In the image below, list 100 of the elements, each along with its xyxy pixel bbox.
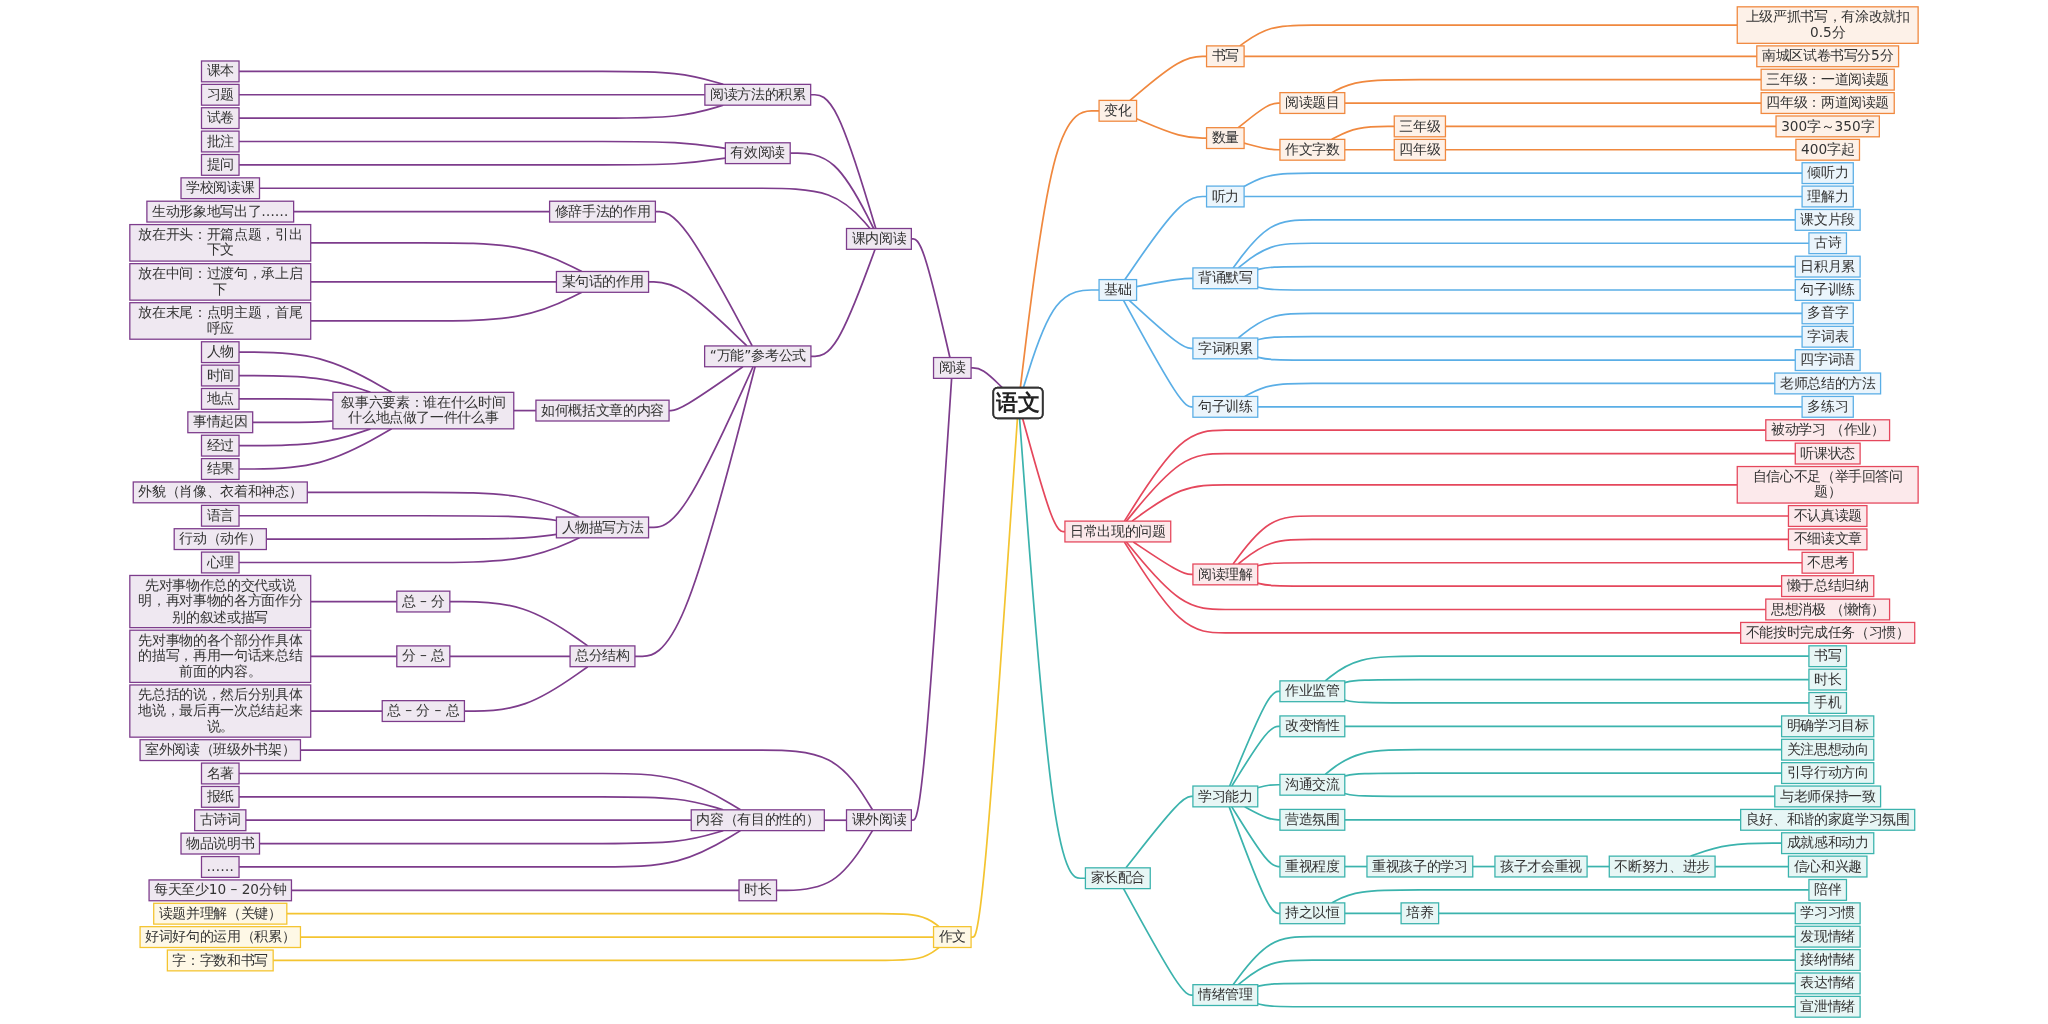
node-box: 宣泄情绪	[1794, 995, 1861, 1018]
node-box: 懒于总结归纳	[1781, 575, 1875, 598]
node-box: 放在末尾：点明主题，首尾呼应	[129, 302, 312, 340]
node-box: ……	[200, 855, 240, 878]
connector	[449, 655, 571, 658]
node-box: 基础	[1098, 278, 1138, 302]
node-box: 修辞手法的作用	[548, 200, 657, 223]
node-box: 总 – 分 – 总	[381, 700, 466, 723]
node-box: 读题并理解（关键）	[153, 902, 288, 925]
node-box: 老师总结的方法	[1774, 372, 1882, 395]
node-box: 外貌（肖像、衣着和神态）	[132, 481, 308, 504]
node-box: 课文片段	[1794, 208, 1861, 231]
node-box: 字词积累	[1192, 337, 1259, 360]
node-box: 习题	[200, 83, 240, 106]
node-box: 接纳情绪	[1794, 949, 1861, 972]
node-box: 听课状态	[1794, 442, 1861, 465]
node-box: 句子训练	[1794, 278, 1861, 302]
connector	[449, 600, 589, 647]
node-box: 作文字数	[1279, 138, 1346, 161]
node-box: 时长	[738, 879, 778, 902]
node-box: 放在开头：开篇点题，引出下文	[129, 223, 312, 262]
node-box: 结果	[200, 457, 240, 481]
node-box: 语言	[200, 504, 240, 527]
node-box: 沟通交流	[1279, 773, 1346, 796]
node-box: 不思考	[1801, 551, 1854, 574]
node-box: 字词表	[1801, 325, 1854, 348]
node-box: 上级严抓书写，有涂改就扣0.5分	[1736, 6, 1919, 44]
node-box: 时间	[200, 364, 240, 387]
node-box: 良好、和谐的家庭学习氛围	[1740, 808, 1916, 831]
node-box: 物品说明书	[180, 832, 261, 855]
node-box: 被动学习 （作业）	[1765, 419, 1891, 442]
node-box: 三年级	[1393, 115, 1447, 138]
node-box: 四字词语	[1794, 349, 1861, 372]
node-box: 关注思想动向	[1781, 738, 1875, 761]
node-box: 不细读文章	[1787, 528, 1868, 551]
node-box: 名著	[200, 762, 240, 785]
node-box: 地点	[200, 387, 240, 410]
node-box: 阅读	[932, 356, 972, 379]
node-box: 学校阅读课	[180, 177, 261, 200]
node-box: 内容（有目的性的）	[690, 809, 825, 832]
node-box: 好词好句的运用（积累）	[139, 926, 302, 949]
node-box: 背诵默写	[1192, 267, 1259, 290]
node-box: 情绪管理	[1192, 984, 1259, 1007]
node-box: 理解力	[1801, 185, 1854, 208]
node-box: 300字～350字	[1775, 115, 1880, 138]
node-box: 日常出现的问题	[1064, 520, 1172, 543]
node-box: 书写	[1808, 645, 1848, 668]
node-box: 成就感和动力	[1781, 832, 1875, 855]
connector	[1022, 289, 1100, 389]
node-box: 多练习	[1801, 395, 1854, 418]
node-box: 字：字数和书写	[166, 949, 274, 972]
node-box: 放在中间：过渡句，承上启下	[129, 263, 312, 301]
node-box: 持之以恒	[1279, 902, 1346, 925]
node-box: 如何概括文章的内容	[535, 399, 670, 422]
node-box: 生动形象地写出了……	[146, 200, 295, 223]
node-box: 手机	[1808, 691, 1848, 714]
node-box: 不断努力、进步	[1608, 855, 1716, 878]
node-box: 营造氛围	[1279, 808, 1346, 831]
node-box: 重视孩子的学习	[1366, 855, 1474, 878]
node-box: 不认真读题	[1787, 504, 1868, 528]
node-box: 先对事物的各个部分作具体的描写，再用一句话来总结前面的内容。	[129, 629, 312, 684]
node-box: 课本	[200, 60, 240, 83]
node-box: 多音字	[1801, 302, 1854, 325]
node-box: 四年级	[1393, 138, 1447, 161]
node-box: 与老师保持一致	[1774, 785, 1882, 808]
node-box: 陪伴	[1808, 878, 1848, 901]
node-box: 南城区试卷书写分5分	[1756, 45, 1900, 68]
node-box: 课内阅读	[845, 227, 912, 250]
node-box: 阅读理解	[1192, 563, 1259, 586]
node-box: 阅读题目	[1279, 92, 1346, 115]
node-box: 叙事六要素：谁在什么时间什么地点做了一件什么事	[332, 391, 515, 430]
node-box: 作文	[932, 926, 972, 949]
node-box: 句子训练	[1192, 395, 1259, 418]
node-box: 发现情绪	[1794, 925, 1861, 948]
node-box: 不能按时完成任务（习惯）	[1740, 621, 1916, 644]
node-box: 人物描写方法	[555, 516, 650, 539]
node-box: 某句话的作用	[555, 270, 650, 293]
node-box: 重视程度	[1279, 855, 1346, 878]
node-box: 试卷	[200, 107, 240, 130]
node-box: 先对事物作总的交代或说明，再对事物的各方面作分别的叙述或描写	[129, 574, 312, 629]
node-box: 学习能力	[1192, 785, 1259, 808]
node-box: 报纸	[200, 785, 240, 808]
node-box: 培养	[1400, 902, 1440, 925]
node-box: 分 – 总	[396, 645, 451, 668]
node-box: 心理	[200, 551, 240, 574]
node-box: 信心和兴趣	[1787, 855, 1868, 878]
node-box: 听力	[1205, 185, 1245, 208]
node-box: 阅读方法的积累	[704, 83, 812, 106]
node-box: 明确学习目标	[1781, 715, 1875, 738]
node-box: 家长配合	[1084, 867, 1151, 890]
node-box: 书写	[1205, 45, 1245, 68]
node-box: 先总括的说，然后分别具体地说，最后再一次总结起来说。	[129, 684, 312, 738]
node-box: 行动（动作）	[173, 528, 267, 551]
node-box: 课外阅读	[845, 809, 912, 832]
connector	[810, 248, 876, 358]
node-box: 改变惰性	[1279, 715, 1346, 738]
node-box: 孩子才会重视	[1494, 855, 1588, 878]
node-box: 四年级：两道阅读题	[1760, 92, 1895, 115]
node-box: 倾听力	[1801, 162, 1854, 185]
node-box: 总 – 分	[396, 590, 451, 613]
